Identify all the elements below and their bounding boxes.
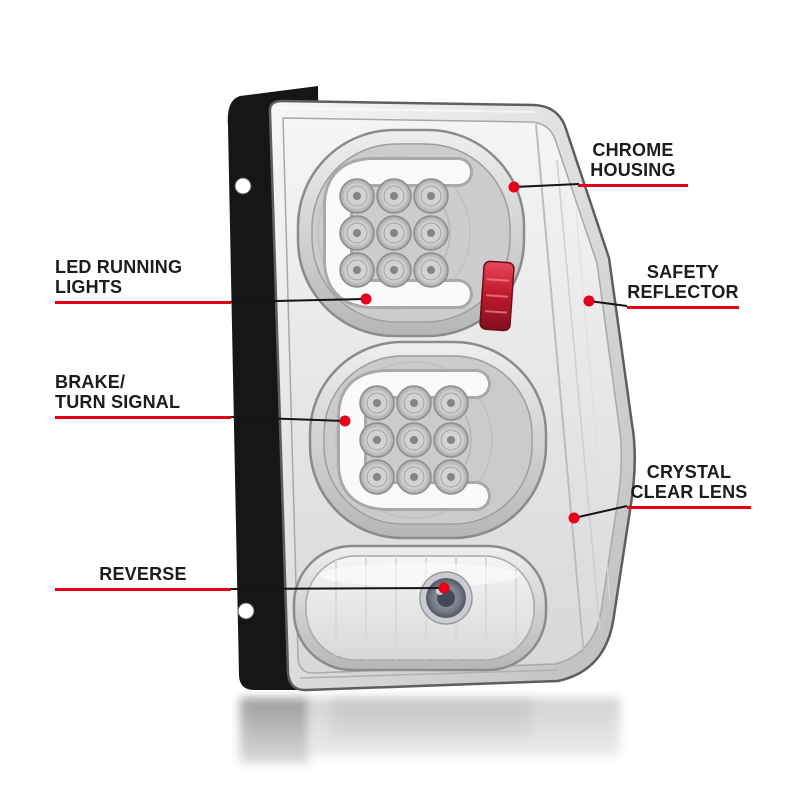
led-emitter [396, 422, 432, 458]
led-emitter [376, 252, 412, 288]
callout-label-line: BRAKE/ [55, 372, 126, 392]
callout-label-line: SAFETY [646, 262, 720, 282]
mounting-hole-bottom [237, 602, 255, 620]
callout-underline [627, 305, 739, 309]
callout-underline [627, 505, 751, 509]
base-contour [299, 669, 559, 679]
running-light-unit [296, 128, 526, 338]
callout-label-line: REVERSE [99, 564, 187, 584]
callout-label-line: CHROME [592, 140, 674, 160]
led-emitter [376, 178, 412, 214]
callout-underline [55, 587, 231, 591]
led-emitter [396, 385, 432, 421]
callout-brake-turn-signal: BRAKE/ TURN SIGNAL [55, 372, 231, 419]
callout-chrome-housing: CHROME HOUSING [578, 140, 688, 187]
brake-light-unit [308, 340, 548, 540]
mounting-hole-top [234, 177, 252, 195]
clear-lens-strip [535, 123, 611, 657]
callout-label-line: CRYSTAL [646, 462, 732, 482]
callout-underline [55, 300, 231, 304]
safety-reflector-part [479, 260, 515, 332]
led-emitter [413, 252, 449, 288]
callout-underline [55, 415, 231, 419]
led-emitter [433, 459, 469, 495]
led-emitter [339, 252, 375, 288]
led-emitter [396, 459, 432, 495]
led-emitter [433, 385, 469, 421]
led-emitter [433, 422, 469, 458]
reverse-light-unit [292, 544, 548, 672]
callout-label-line: REFLECTOR [627, 281, 739, 302]
callout-reverse: REVERSE [55, 564, 231, 591]
callout-crystal-clear-lens: CRYSTAL CLEAR LENS [627, 462, 751, 509]
callout-label-line: HOUSING [590, 159, 676, 180]
led-emitter [359, 385, 395, 421]
reflection-fade [210, 696, 670, 800]
callout-underline [578, 183, 688, 187]
led-emitter [413, 178, 449, 214]
led-emitter [339, 178, 375, 214]
led-emitter [376, 215, 412, 251]
led-emitter [413, 215, 449, 251]
callout-label-line: LED RUNNING [55, 257, 183, 277]
led-emitter [359, 459, 395, 495]
led-emitter [359, 422, 395, 458]
led-emitter [339, 215, 375, 251]
top-edge-highlight [273, 107, 535, 113]
callout-label-line: TURN SIGNAL [55, 391, 181, 412]
callout-safety-reflector: SAFETY REFLECTOR [627, 262, 739, 309]
callout-label-line: LIGHTS [55, 276, 123, 297]
led-array-top [339, 178, 449, 288]
led-array-middle [359, 385, 469, 495]
callout-label-line: CLEAR LENS [630, 481, 748, 502]
callout-led-running-lights: LED RUNNING LIGHTS [55, 257, 231, 304]
